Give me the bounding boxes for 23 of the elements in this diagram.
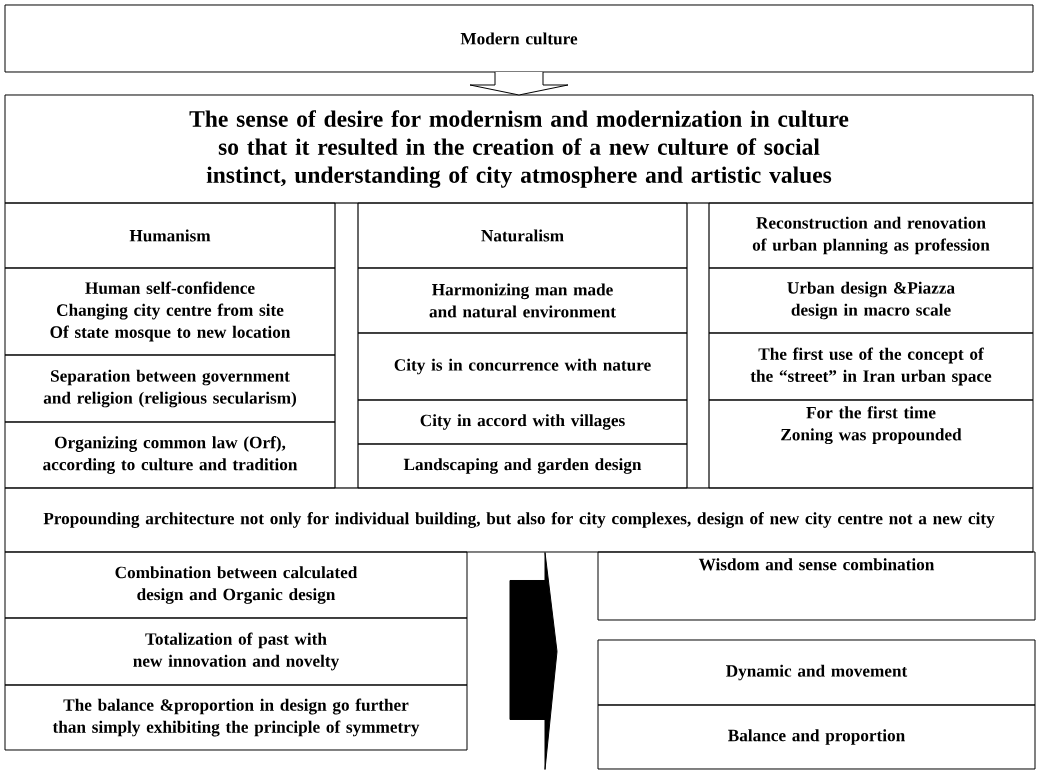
text-box: Organizing common law (Orf), according to culture and tradition bbox=[4, 421, 336, 489]
text-box: The sense of desire for modernism and modernization in culture so that it resulted in the creation of a new culture of social instinct, understanding of city atmosphere and artistic values bbox=[4, 94, 1034, 204]
block-arrow bbox=[509, 552, 558, 770]
text-box: Wisdom and sense combination bbox=[597, 551, 1036, 621]
text-box: Combination between calculated design and Organic design bbox=[4, 551, 468, 619]
text-box: Propounding architecture not only for individual building, but also for city complexes, design of new city centre not a new city bbox=[4, 487, 1034, 553]
text-box: Reconstruction and renovation of urban planning as profession bbox=[708, 202, 1034, 269]
text-box: The first use of the concept of the “street” in Iran urban space bbox=[708, 332, 1034, 401]
text-box: Human self-confidence Changing city centre from site Of state mosque to new location bbox=[4, 267, 336, 356]
text-box: Urban design &Piazza design in macro scale bbox=[708, 267, 1034, 334]
text-box: Separation between government and religion (religious secularism) bbox=[4, 354, 336, 423]
text-box: Humanism bbox=[4, 202, 336, 269]
text-box: Dynamic and movement bbox=[597, 639, 1036, 706]
text-box: City in accord with villages bbox=[357, 399, 688, 445]
text-box: Totalization of past with new innovation and novelty bbox=[4, 617, 468, 686]
text-box: City is in concurrence with nature bbox=[357, 332, 688, 401]
text-box: Balance and proportion bbox=[597, 704, 1036, 770]
text-box: Harmonizing man made and natural environment bbox=[357, 267, 688, 334]
text-box: Modern culture bbox=[4, 4, 1034, 73]
text-box: Landscaping and garden design bbox=[357, 443, 688, 489]
text-box: The balance &proportion in design go further than simply exhibiting the principle of symmetry bbox=[4, 684, 468, 751]
text-box: Naturalism bbox=[357, 202, 688, 269]
text-box: For the first time Zoning was propounded bbox=[708, 399, 1034, 489]
